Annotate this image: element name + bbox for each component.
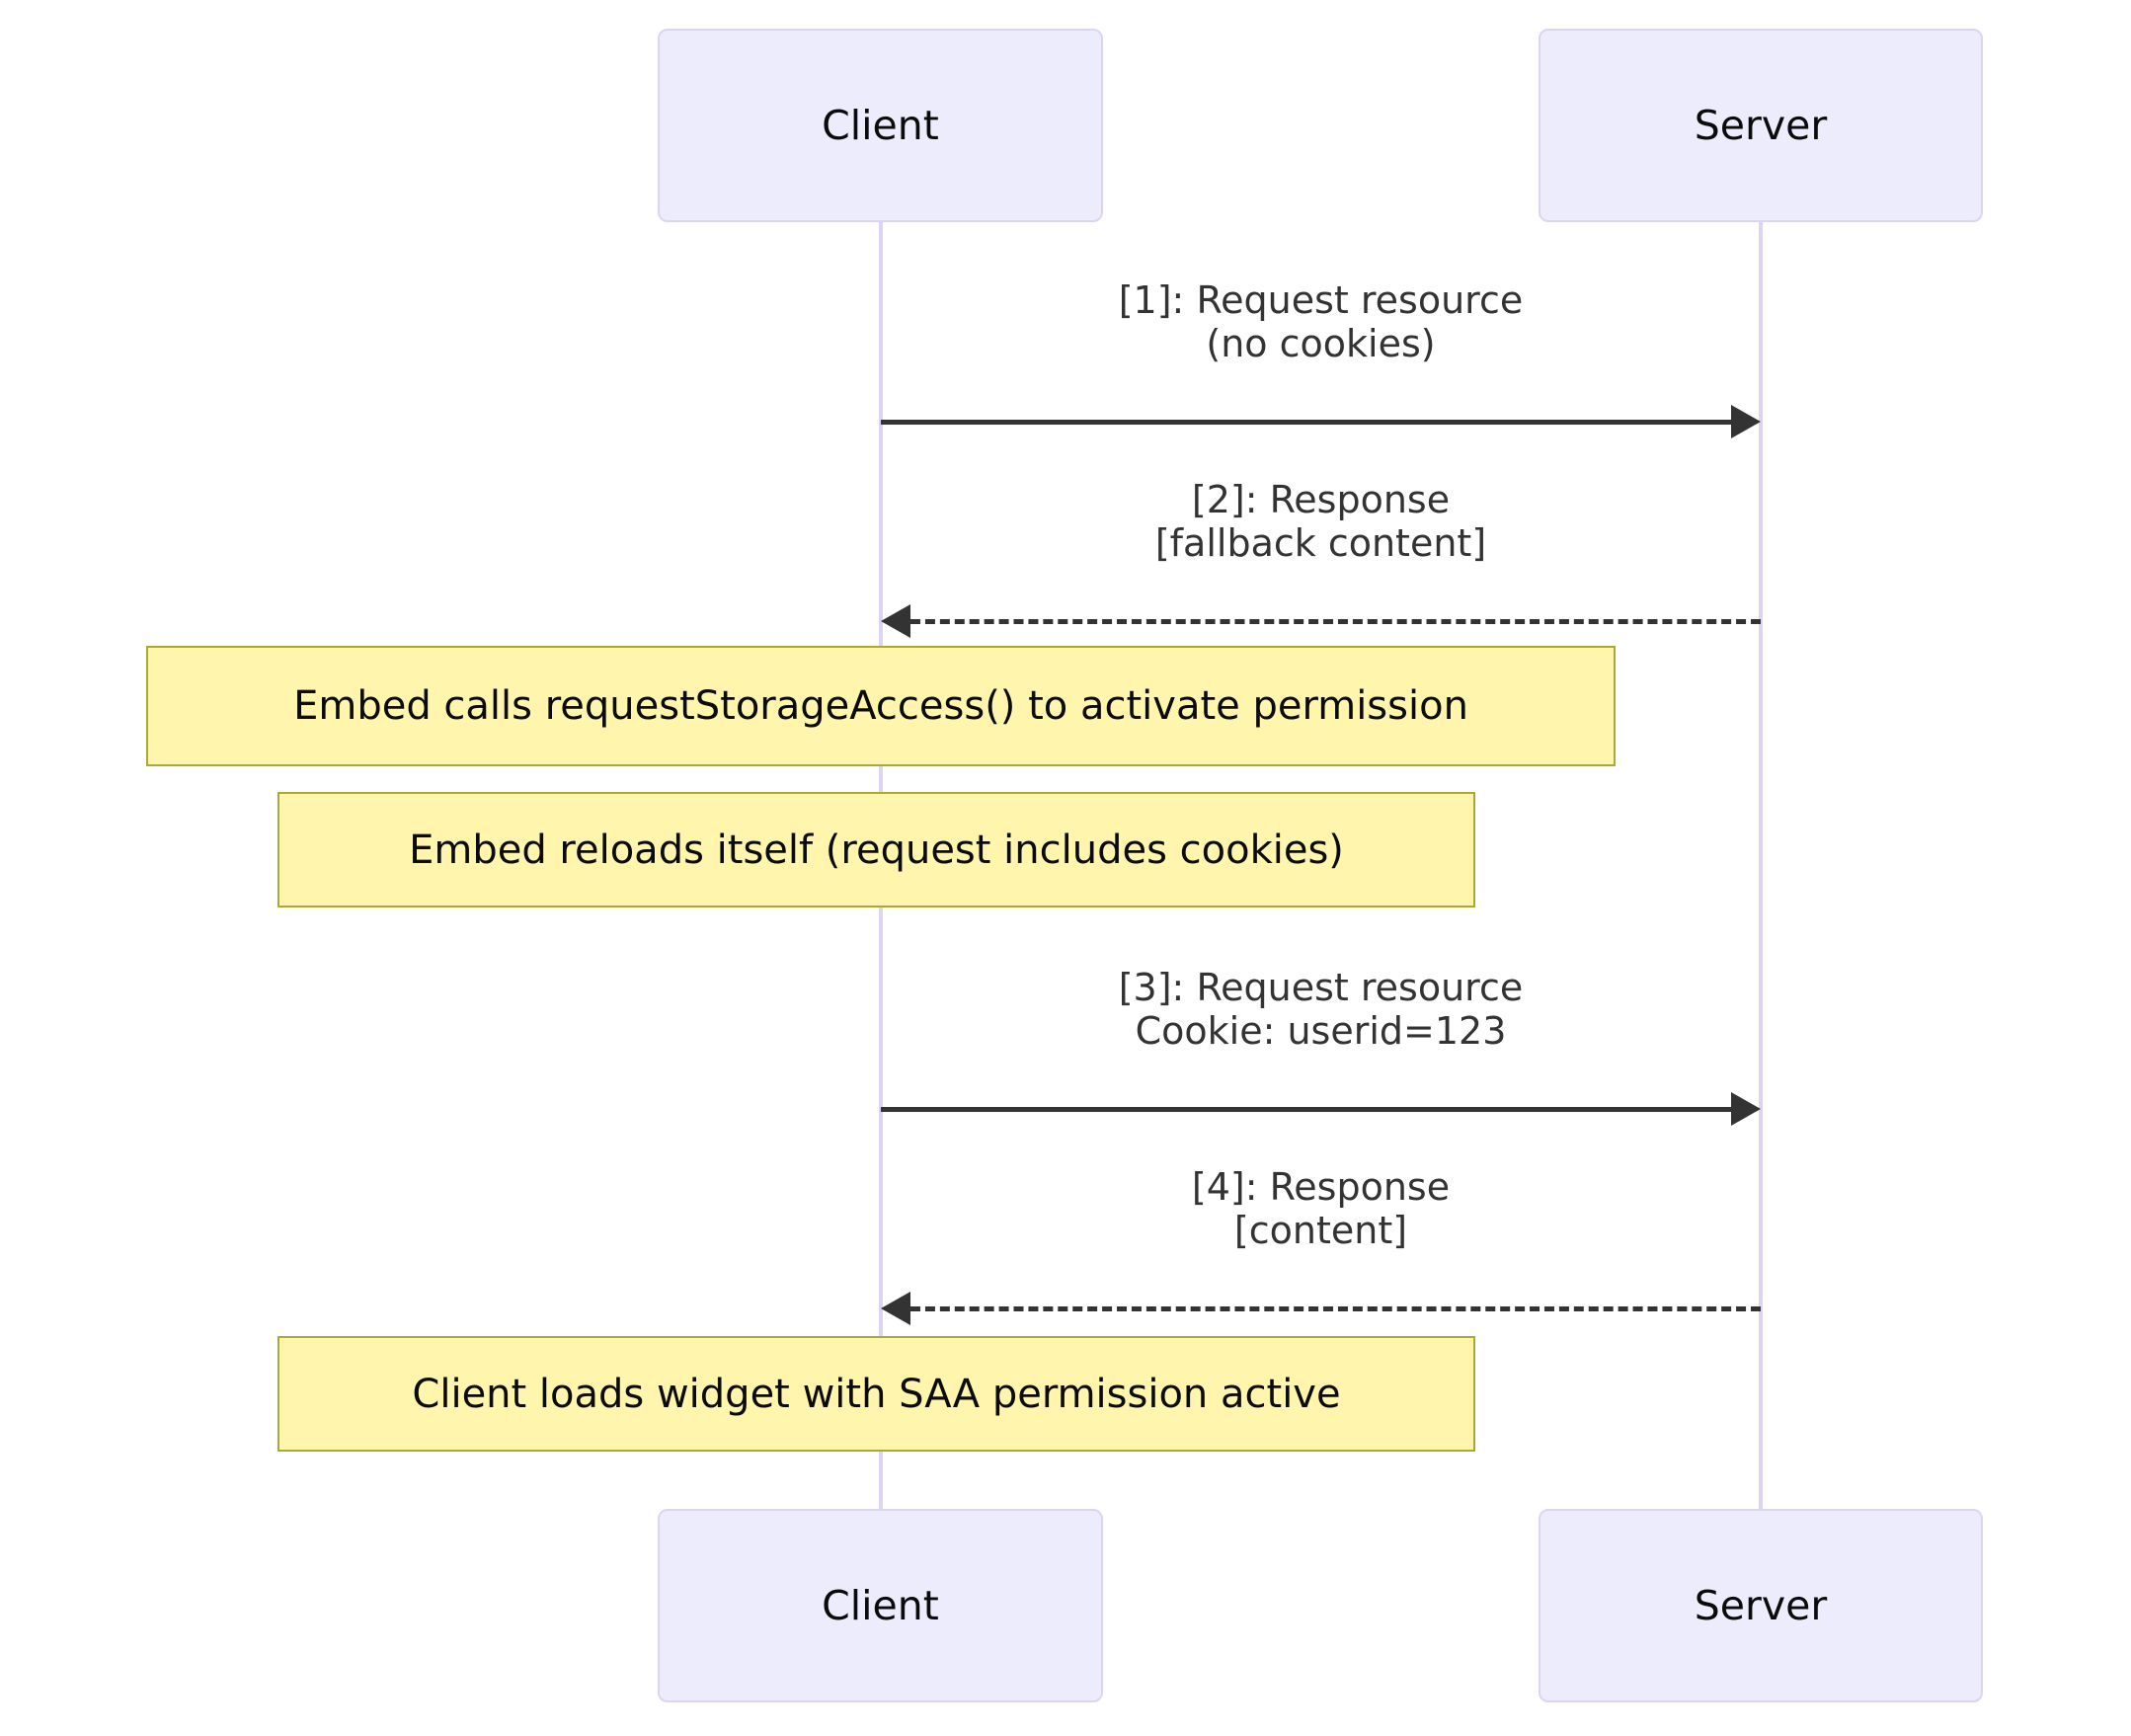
note-box-1: Embed calls requestStorageAccess() to ac…	[146, 646, 1616, 766]
message-2-line1: [2]: Response	[1191, 478, 1451, 521]
message-line-1	[881, 420, 1731, 425]
actor-label-server-bottom: Server	[1694, 1581, 1828, 1629]
note-label-2: Embed reloads itself (request includes c…	[409, 827, 1344, 873]
message-label-4: [4]: Response [content]	[881, 1165, 1761, 1253]
note-box-3: Client loads widget with SAA permission …	[277, 1336, 1475, 1452]
message-arrowhead-3	[1731, 1092, 1761, 1126]
message-1-line1: [1]: Request resource	[1118, 278, 1524, 322]
message-label-2: [2]: Response [fallback content]	[881, 478, 1761, 566]
actor-box-server-bottom[interactable]: Server	[1539, 1509, 1983, 1702]
message-label-1: [1]: Request resource (no cookies)	[881, 278, 1761, 366]
actor-box-client-bottom[interactable]: Client	[658, 1509, 1103, 1702]
lifeline-server	[1759, 222, 1763, 1509]
message-2-line2: [fallback content]	[1154, 521, 1487, 566]
message-arrowhead-2	[881, 604, 910, 638]
actor-label-server-top: Server	[1694, 101, 1828, 149]
message-3-line2: Cookie: userid=123	[1135, 1009, 1507, 1054]
actor-box-client-top[interactable]: Client	[658, 29, 1103, 222]
message-line-2	[910, 619, 1761, 624]
note-label-1: Embed calls requestStorageAccess() to ac…	[293, 683, 1468, 729]
message-3-line1: [3]: Request resource	[1118, 966, 1524, 1009]
note-label-3: Client loads widget with SAA permission …	[412, 1371, 1341, 1417]
actor-box-server-top[interactable]: Server	[1539, 29, 1983, 222]
message-4-line2: [content]	[1233, 1209, 1408, 1253]
message-4-line1: [4]: Response	[1191, 1165, 1451, 1209]
message-line-4	[910, 1306, 1761, 1311]
actor-label-client-top: Client	[822, 101, 939, 149]
message-label-3: [3]: Request resource Cookie: userid=123	[881, 966, 1761, 1054]
message-1-line2: (no cookies)	[1206, 322, 1436, 366]
message-arrowhead-4	[881, 1292, 910, 1325]
message-line-3	[881, 1107, 1731, 1112]
note-box-2: Embed reloads itself (request includes c…	[277, 792, 1475, 907]
actor-label-client-bottom: Client	[822, 1581, 939, 1629]
message-arrowhead-1	[1731, 405, 1761, 438]
